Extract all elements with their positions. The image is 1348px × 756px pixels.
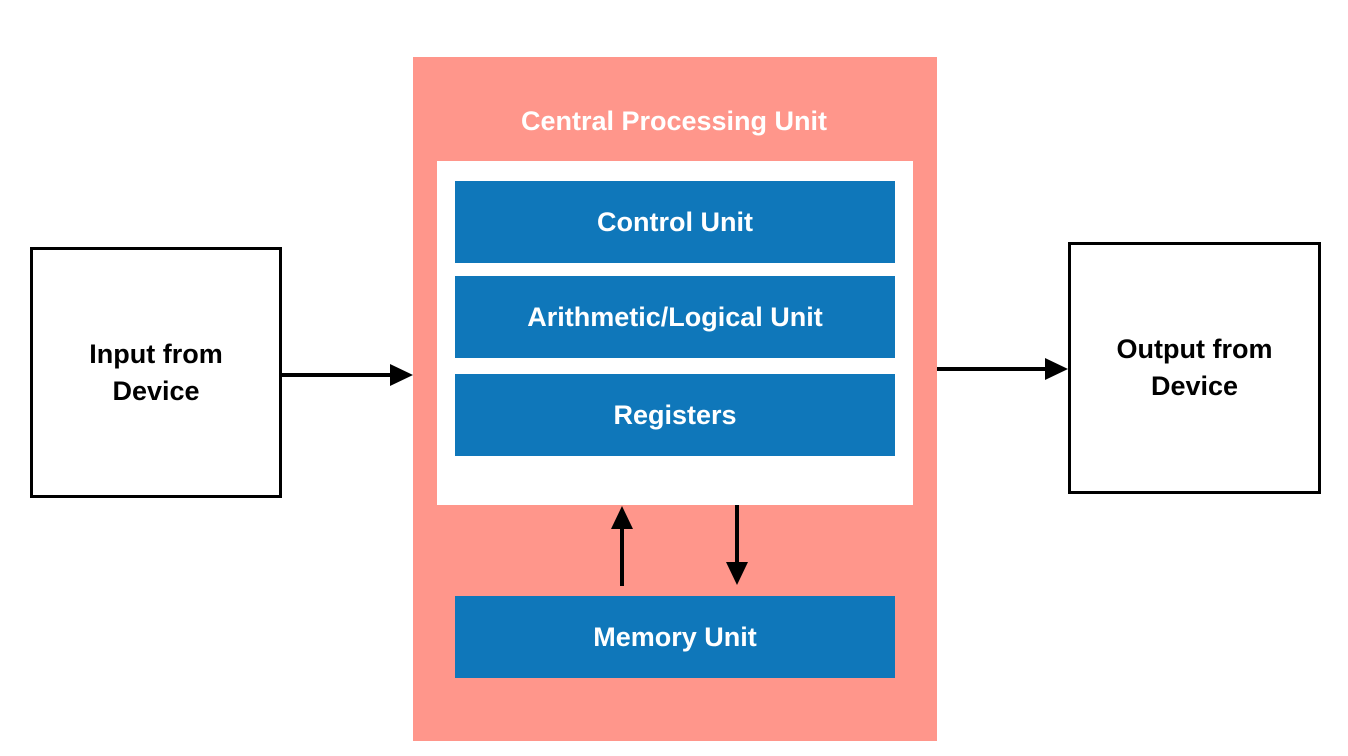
input-device-box: Input from Device [30, 247, 282, 498]
output-device-box: Output from Device [1068, 242, 1321, 494]
memory-unit-block: Memory Unit [455, 596, 895, 678]
input-to-cpu-arrow [282, 364, 413, 386]
cpu-to-output-arrow [937, 358, 1068, 380]
alu-block: Arithmetic/Logical Unit [455, 276, 895, 358]
output-device-label-line1: Output from [1116, 334, 1273, 364]
input-device-label-line2: Device [112, 375, 200, 406]
registers-block: Registers [455, 374, 895, 456]
output-device-label: Output from Device [1100, 331, 1290, 405]
output-device-label-line2: Device [1150, 371, 1239, 401]
input-device-label: Input from Device [61, 336, 251, 410]
input-device-label-line1: Input from [89, 338, 223, 369]
cpu-title: Central Processing Unit [520, 106, 828, 136]
control-unit-block: Control Unit [455, 181, 895, 263]
